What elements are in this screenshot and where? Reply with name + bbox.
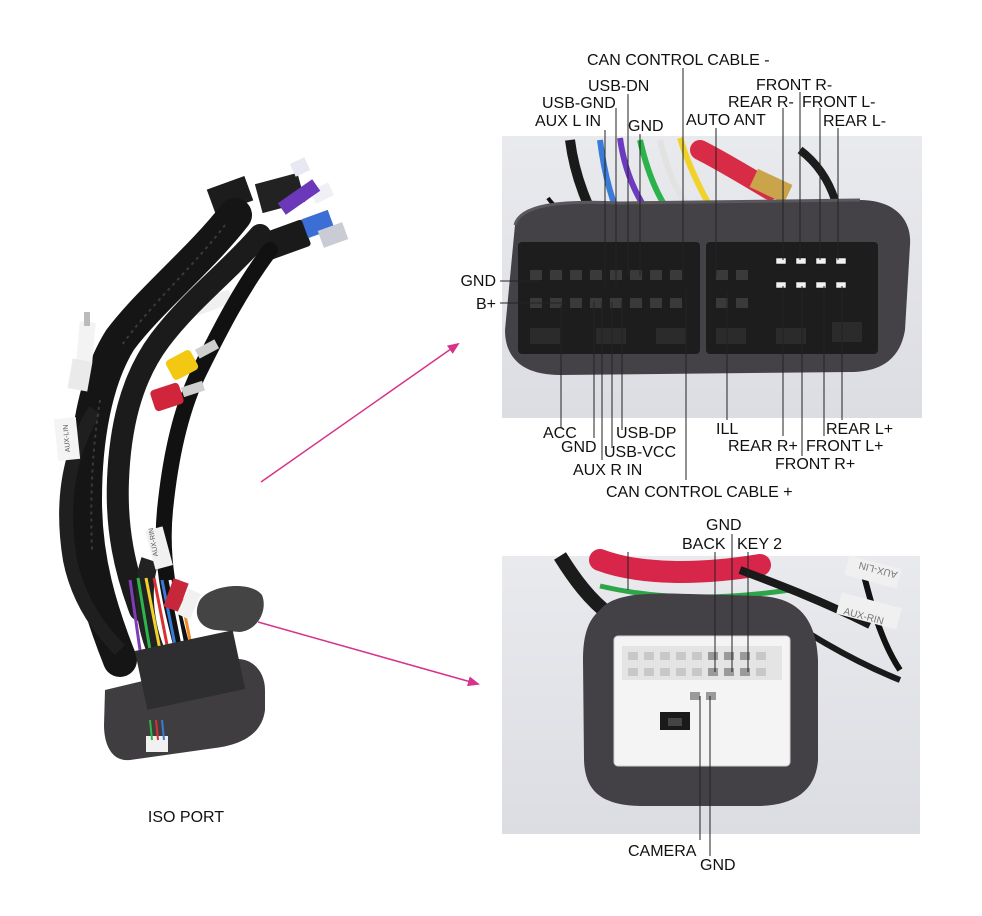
label-camera: CAMERA <box>628 843 697 860</box>
label-rear-r-plus: REAR R+ <box>728 438 798 455</box>
iso-port-caption: ISO PORT <box>148 809 224 826</box>
harness-tag-aux-lin: AUX-LIN <box>63 424 72 452</box>
label-small-gnd-bottom: GND <box>700 857 736 874</box>
label-gnd-left: GND <box>460 273 496 290</box>
label-key2: KEY 2 <box>737 536 782 553</box>
main-connector-pins-right <box>716 257 862 344</box>
label-b-plus: B+ <box>476 296 496 313</box>
main-connector-leader-lines <box>500 68 843 480</box>
main-connector-pins-left <box>530 270 686 344</box>
label-front-r-minus: FRONT R- <box>756 77 832 94</box>
label-usb-gnd: USB-GND <box>542 95 616 112</box>
main-connector-labels: CAN CONTROL CABLE - USB-DN USB-GND AUX L… <box>460 52 893 501</box>
small-connector-leader-lines <box>627 534 749 856</box>
label-usb-dp: USB-DP <box>616 425 676 442</box>
label-front-l-plus: FRONT L+ <box>806 438 884 455</box>
label-small-gnd-top: GND <box>706 517 742 534</box>
label-gnd-bottom: GND <box>561 439 597 456</box>
label-can-control-plus: CAN CONTROL CABLE + <box>606 484 793 501</box>
label-can-control-minus: CAN CONTROL CABLE - <box>587 52 770 69</box>
label-rear-l-plus: REAR L+ <box>826 421 893 438</box>
harness-tag-aux-rin: AUX-RIN <box>148 527 160 557</box>
arrow-to-main-connector <box>260 342 460 483</box>
label-rear-r-minus: REAR R- <box>728 94 794 111</box>
label-rear-l-minus: REAR L- <box>823 113 886 130</box>
label-gnd-top: GND <box>628 118 664 135</box>
small-connector-pins <box>628 652 766 700</box>
label-auto-ant: AUTO ANT <box>686 112 766 129</box>
main-connector-photo <box>502 136 922 418</box>
small-connector-photo: AUX-RIN AUX-LIN <box>502 549 920 834</box>
label-usb-vcc: USB-VCC <box>604 444 676 461</box>
label-back: BACK <box>682 536 726 553</box>
label-front-r-plus: FRONT R+ <box>775 456 855 473</box>
label-usb-dn: USB-DN <box>588 78 649 95</box>
label-acc: ACC <box>543 425 577 442</box>
harness-photo: AUX-LIN AUX-RIN <box>53 157 349 761</box>
arrow-to-small-connector <box>257 621 480 687</box>
label-front-l-minus: FRONT L- <box>802 94 875 111</box>
label-aux-r-in: AUX R IN <box>573 462 642 479</box>
small-connector-labels: GND BACK KEY 2 CAMERA GND <box>628 517 782 874</box>
label-ill: ILL <box>716 421 738 438</box>
label-aux-l-in: AUX L IN <box>535 113 601 130</box>
